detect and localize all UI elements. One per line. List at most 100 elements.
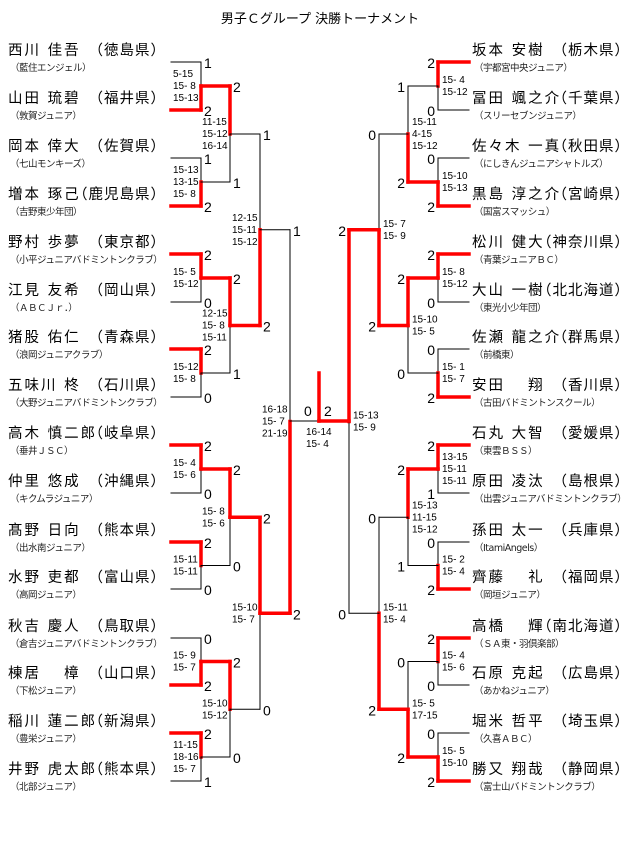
set-count: 1 xyxy=(204,55,212,71)
game-score: 15-11 xyxy=(442,464,467,475)
player-entry: 野村 歩夢（東京都）（小平ジュニアバドミントンクラブ） xyxy=(8,231,166,271)
set-count: 0 xyxy=(368,127,376,143)
player-name: 高木 慎二郎 xyxy=(8,426,98,442)
game-score: 15- 7 xyxy=(232,614,255,625)
set-count: 1 xyxy=(263,127,271,143)
final-game-score: 15- 4 xyxy=(306,439,329,450)
set-count: 2 xyxy=(427,631,435,647)
player-name: 岡本 倖大 xyxy=(8,139,81,155)
game-score: 15- 9 xyxy=(353,423,376,434)
player-entry: 岡本 倖大 （佐賀県） （七山モンキーズ） xyxy=(8,135,166,175)
game-score: 15- 5 xyxy=(412,698,435,709)
player-entry: 高木 慎二郎（岐阜県）（垂井ＪＳＣ） xyxy=(8,422,166,462)
player-club: （小平ジュニアバドミントンクラブ） xyxy=(10,255,163,266)
player-club: （東光小少年団） xyxy=(474,303,547,314)
set-count: 2 xyxy=(427,582,435,598)
game-score: 15-12 xyxy=(202,129,228,140)
player-entry: 佐々木 一真（秋田県）（にしきんジュニアシャトルズ） xyxy=(472,135,630,175)
game-score: 15-13 xyxy=(412,500,438,511)
game-score: 15-11 xyxy=(173,567,198,578)
game-score: 15- 6 xyxy=(173,470,196,481)
player-name: 五味川 柊 xyxy=(8,378,81,394)
set-count: 1 xyxy=(293,223,301,239)
set-count: 0 xyxy=(204,390,212,406)
game-score: 15-11 xyxy=(202,333,227,344)
player-club: （国富スマッシュ） xyxy=(474,207,555,218)
set-count: 2 xyxy=(233,79,241,95)
player-prefecture: （静岡県） xyxy=(552,762,630,778)
player-entry: 松川 健大（神奈川県）（青葉ジュニアＢＣ） xyxy=(472,231,630,271)
player-prefecture: （兵庫県） xyxy=(552,523,630,539)
game-score: 15- 7 xyxy=(383,219,406,230)
set-count: 2 xyxy=(204,342,212,358)
player-prefecture: （熊本県） xyxy=(88,523,166,539)
set-count: 0 xyxy=(427,103,435,119)
player-name: 佐瀬 龍之介 xyxy=(472,330,562,346)
game-score: 15- 8 xyxy=(442,267,465,278)
set-count: 1 xyxy=(397,79,405,95)
set-count: 2 xyxy=(233,462,241,478)
game-score: 4-15 xyxy=(412,129,432,140)
player-prefecture: （岐阜県） xyxy=(88,426,166,442)
player-prefecture: （佐賀県） xyxy=(88,139,166,155)
player-name: 増本 琢己 xyxy=(8,187,81,203)
game-score: 11-15 xyxy=(412,512,437,523)
player-name: 松川 健大 xyxy=(472,235,545,251)
player-name: 大山 一樹 xyxy=(472,283,545,299)
set-count: 1 xyxy=(204,151,212,167)
player-prefecture: （広島県） xyxy=(552,666,630,682)
player-prefecture: （福岡県） xyxy=(552,570,630,586)
set-count: 2 xyxy=(397,271,405,287)
player-entry: 堀米 哲平（埼玉県）（久喜ＡＢＣ） xyxy=(472,710,630,750)
set-count: 1 xyxy=(233,175,241,191)
game-score: 15-12 xyxy=(173,279,199,290)
player-entry: 髙野 日向（熊本県）（出水南ジュニア） xyxy=(8,519,166,559)
player-name: 高橋 輝 xyxy=(472,619,545,635)
game-score: 15-10 xyxy=(442,171,468,182)
player-club: （あかねジュニア） xyxy=(474,686,555,697)
game-score: 15- 5 xyxy=(173,267,196,278)
player-name: 棟居 樟 xyxy=(8,666,81,682)
set-count: 2 xyxy=(204,535,212,551)
game-score: 13-15 xyxy=(442,452,468,463)
set-count: 2 xyxy=(427,390,435,406)
set-count: 2 xyxy=(397,175,405,191)
player-prefecture: （島根県） xyxy=(552,474,630,490)
game-score: 15-12 xyxy=(232,237,258,248)
player-name: 黒島 淳之介 xyxy=(472,187,562,203)
game-score: 15- 7 xyxy=(262,417,285,428)
player-prefecture: （香川県） xyxy=(552,378,630,394)
player-name: 野村 歩夢 xyxy=(8,235,81,251)
player-name: 稲川 蓮二郎 xyxy=(8,714,98,730)
player-entry: 坂本 安樹（栃木県）（宇都宮中央ジュニア） xyxy=(472,39,630,79)
set-count: 0 xyxy=(263,702,271,718)
player-prefecture: （沖縄県） xyxy=(88,474,166,490)
game-score: 15-11 xyxy=(412,117,437,128)
set-count: 2 xyxy=(427,438,435,454)
set-count: 0 xyxy=(204,631,212,647)
player-club: （ItamiAngels） xyxy=(474,543,543,554)
set-count: 2 xyxy=(427,774,435,790)
player-name: 水野 吏都 xyxy=(8,570,81,586)
set-count: 0 xyxy=(427,726,435,742)
player-entry: 勝又 翔哉（静岡県）（富士山バドミントンクラブ） xyxy=(472,758,630,798)
player-club: （七山モンキーズ） xyxy=(10,159,91,170)
player-entry: 高橋 輝（南北海道）（ＳＡ東・羽倶楽部） xyxy=(472,615,630,655)
final-set-count: 2 xyxy=(324,403,332,419)
player-prefecture: （栃木県） xyxy=(552,43,630,59)
game-score: 16-18 xyxy=(262,405,288,416)
player-prefecture: （岡山県） xyxy=(88,283,166,299)
game-score: 12-15 xyxy=(232,213,258,224)
player-name: 坂本 安樹 xyxy=(472,43,545,59)
player-club: （前橋東） xyxy=(474,350,520,361)
game-score: 15-12 xyxy=(173,362,199,373)
set-count: 2 xyxy=(204,247,212,263)
game-score: 15- 4 xyxy=(173,458,196,469)
game-score: 15- 4 xyxy=(442,651,465,662)
game-score: 15- 7 xyxy=(173,663,196,674)
player-prefecture: （山口県） xyxy=(88,666,166,682)
game-score: 15- 8 xyxy=(173,189,196,200)
game-score: 15-11 xyxy=(442,476,467,487)
set-count: 2 xyxy=(293,606,301,622)
player-entry: 安田 翔（香川県）（古田バドミントンスクール） xyxy=(472,374,630,414)
